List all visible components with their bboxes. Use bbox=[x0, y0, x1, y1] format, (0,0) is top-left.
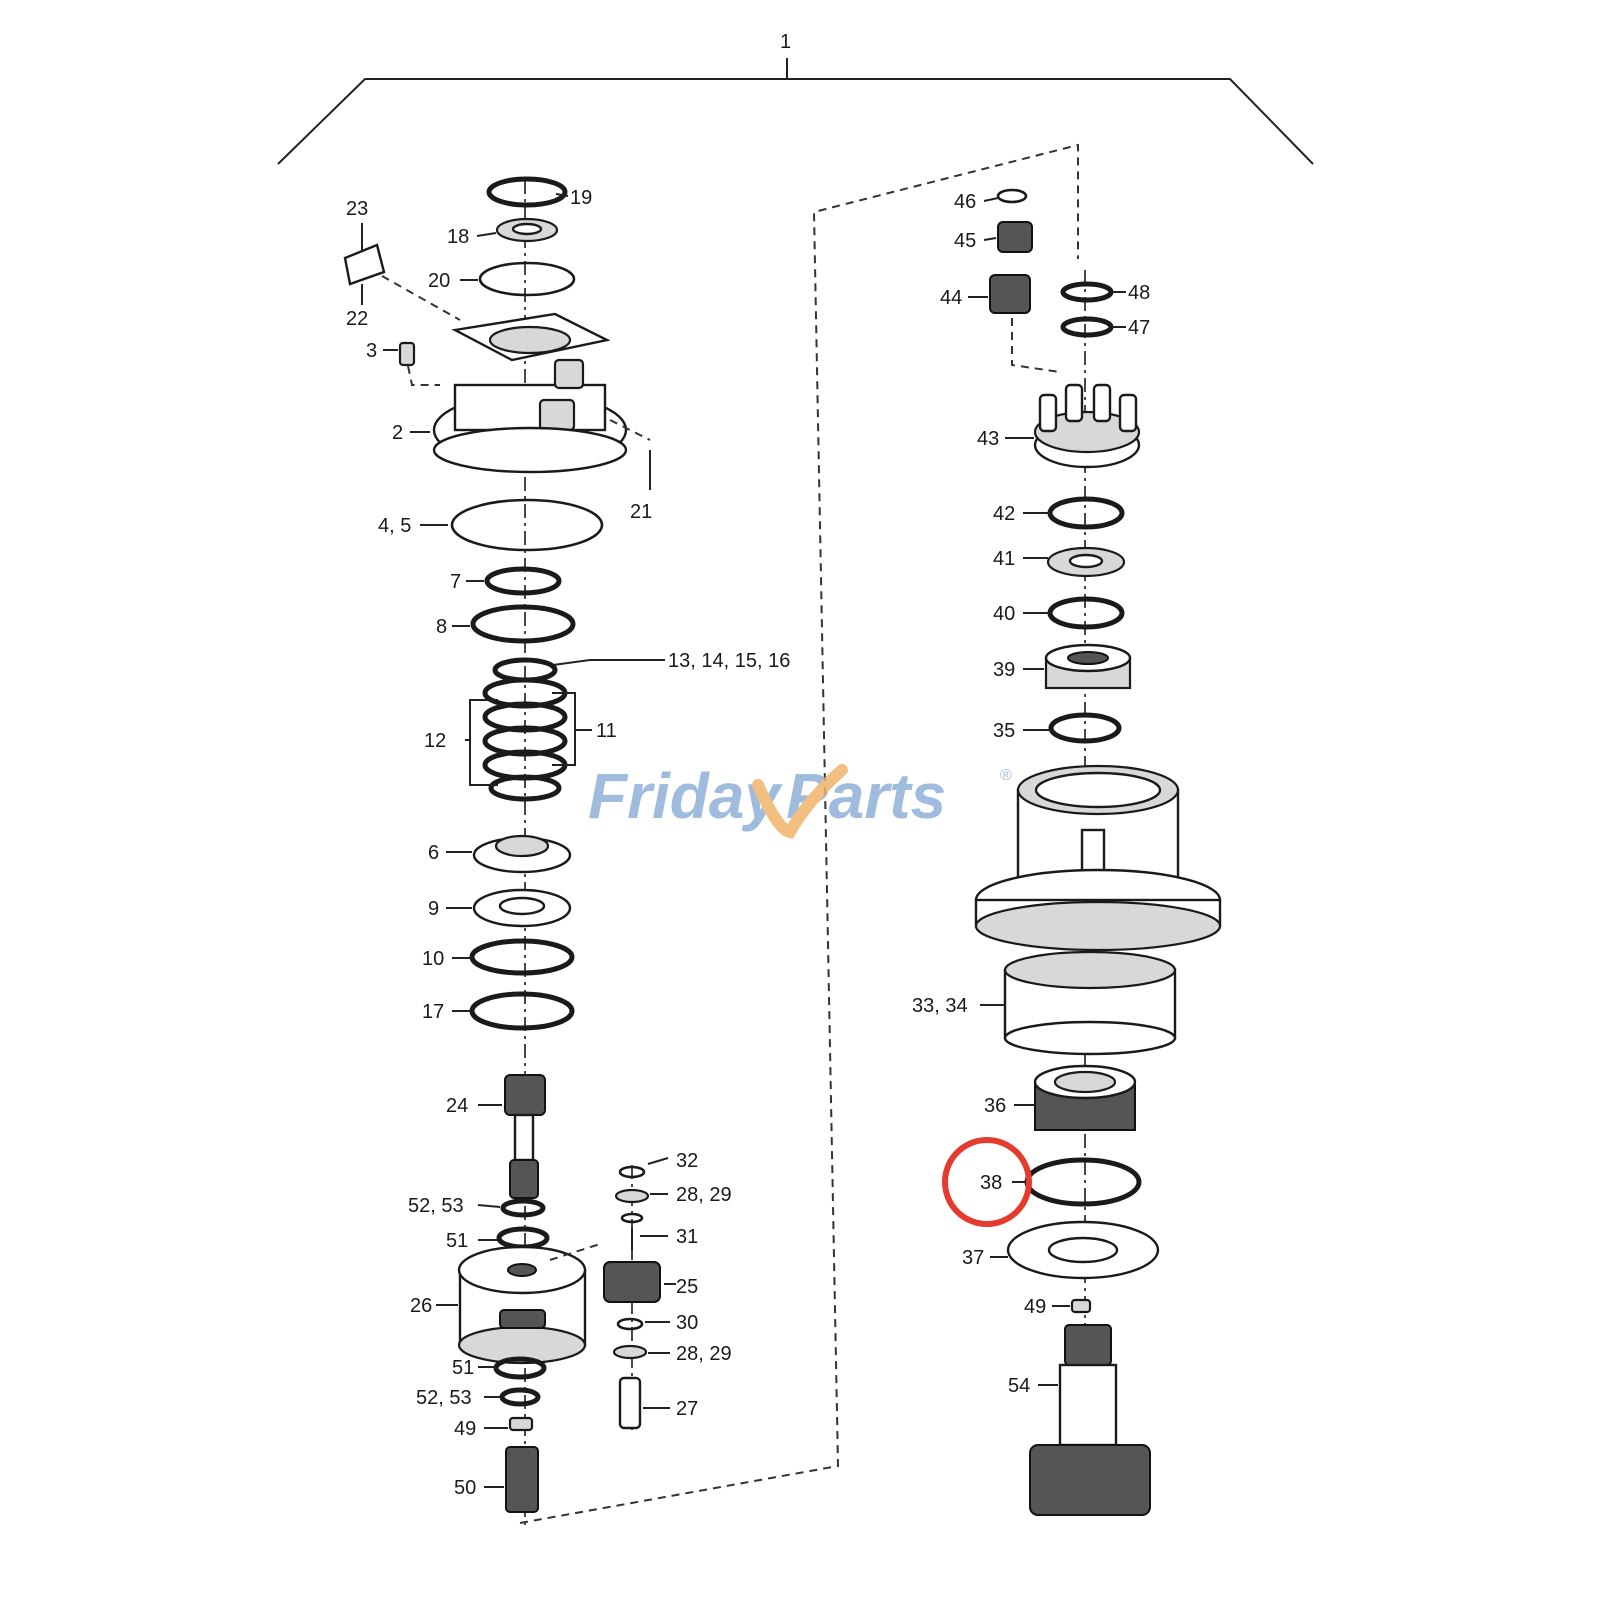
label-51-a: 51 bbox=[446, 1230, 468, 1252]
label-23: 23 bbox=[346, 198, 368, 220]
part-49-b bbox=[1070, 1298, 1092, 1314]
ring-47 bbox=[1060, 316, 1114, 338]
label-4-5: 4, 5 bbox=[378, 515, 411, 537]
carrier-43 bbox=[1033, 383, 1141, 469]
bearing-40 bbox=[1047, 596, 1125, 630]
label-17: 17 bbox=[422, 1001, 444, 1023]
bearing-42 bbox=[1047, 496, 1125, 530]
planet-gear-25 bbox=[603, 1261, 661, 1303]
label-52-53-b: 52, 53 bbox=[416, 1387, 472, 1409]
svg-text:®: ® bbox=[1000, 767, 1012, 784]
label-24: 24 bbox=[446, 1095, 468, 1117]
label-47: 47 bbox=[1128, 317, 1150, 339]
label-52-53-a: 52, 53 bbox=[408, 1195, 464, 1217]
label-3: 3 bbox=[366, 340, 377, 362]
washer-28-29-b bbox=[612, 1344, 648, 1360]
housing-33-34 bbox=[974, 764, 1222, 1056]
label-9: 9 bbox=[428, 898, 439, 920]
snap-ring-19 bbox=[486, 176, 568, 208]
label-22: 22 bbox=[346, 308, 368, 330]
ring-30 bbox=[616, 1317, 644, 1331]
label-41: 41 bbox=[993, 548, 1015, 570]
part-49-a bbox=[508, 1416, 534, 1432]
output-shaft-54 bbox=[1029, 1324, 1151, 1516]
connector-line bbox=[519, 143, 1079, 1524]
label-31: 31 bbox=[676, 1226, 698, 1248]
label-39: 39 bbox=[993, 659, 1015, 681]
bearing-39 bbox=[1044, 643, 1132, 690]
highlight-circle bbox=[942, 1137, 1032, 1227]
snap-ring-17 bbox=[469, 991, 575, 1031]
washer-51-a bbox=[496, 1226, 550, 1250]
label-7: 7 bbox=[450, 571, 461, 593]
label-10: 10 bbox=[422, 948, 444, 970]
watermark-logo: FridayParts ® bbox=[588, 760, 1012, 839]
label-8: 8 bbox=[436, 616, 447, 638]
ring-48 bbox=[1060, 281, 1114, 303]
label-21: 21 bbox=[630, 501, 652, 523]
part-labels: 19 18 20 23 22 3 2 21 4, 5 7 8 13, 14, 1… bbox=[346, 187, 1150, 1499]
washer-52-53-b bbox=[499, 1387, 541, 1407]
label-11: 11 bbox=[596, 720, 617, 742]
o-ring-20 bbox=[478, 261, 576, 297]
label-12: 12 bbox=[424, 730, 446, 752]
label-40: 40 bbox=[993, 603, 1015, 625]
label-48: 48 bbox=[1128, 282, 1150, 304]
label-49-a: 49 bbox=[454, 1418, 476, 1440]
label-28-29-a: 28, 29 bbox=[676, 1184, 732, 1206]
label-43: 43 bbox=[977, 428, 999, 450]
assembly-bracket: 1 bbox=[277, 31, 1314, 165]
ring-gear-36 bbox=[1033, 1064, 1137, 1131]
label-26: 26 bbox=[410, 1295, 432, 1317]
bearing-45 bbox=[997, 221, 1033, 253]
label-54: 54 bbox=[1008, 1375, 1030, 1397]
pin-27 bbox=[618, 1376, 642, 1430]
ring-35 bbox=[1048, 712, 1122, 744]
label-36: 36 bbox=[984, 1095, 1006, 1117]
label-30: 30 bbox=[676, 1312, 698, 1334]
label-20: 20 bbox=[428, 270, 450, 292]
label-28-29-b: 28, 29 bbox=[676, 1343, 732, 1365]
washer-52-53-a bbox=[500, 1198, 546, 1218]
label-46: 46 bbox=[954, 191, 976, 213]
carrier-26 bbox=[457, 1245, 587, 1365]
motor-housing-2 bbox=[432, 312, 628, 474]
spline-shaft-50 bbox=[505, 1446, 539, 1513]
label-49-b: 49 bbox=[1024, 1296, 1046, 1318]
label-37: 37 bbox=[962, 1247, 984, 1269]
label-32: 32 bbox=[676, 1150, 698, 1172]
label-44: 44 bbox=[940, 287, 962, 309]
label-18: 18 bbox=[447, 226, 469, 248]
label-42: 42 bbox=[993, 503, 1015, 525]
label-2: 2 bbox=[392, 422, 403, 444]
label-33-34: 33, 34 bbox=[912, 995, 968, 1017]
label-38: 38 bbox=[980, 1172, 1002, 1194]
cover-plate-22 bbox=[343, 243, 386, 286]
o-ring-4-5 bbox=[450, 498, 604, 552]
washer-28-29-a bbox=[614, 1188, 650, 1204]
label-6: 6 bbox=[428, 842, 439, 864]
label-35: 35 bbox=[993, 720, 1015, 742]
label-25: 25 bbox=[676, 1276, 698, 1298]
label-45: 45 bbox=[954, 230, 976, 252]
disc-stack-11-12 bbox=[465, 657, 665, 802]
label-19: 19 bbox=[570, 187, 592, 209]
ring-32 bbox=[618, 1165, 646, 1179]
label-27: 27 bbox=[676, 1398, 698, 1420]
label-50: 50 bbox=[454, 1477, 476, 1499]
label-51-b: 51 bbox=[452, 1357, 474, 1379]
ring-46 bbox=[996, 188, 1028, 204]
shaft-24 bbox=[504, 1074, 546, 1199]
ring-7 bbox=[484, 566, 562, 596]
bolt-3 bbox=[398, 341, 416, 367]
gear-44 bbox=[989, 274, 1031, 314]
snap-ring-38 bbox=[1024, 1157, 1142, 1207]
ring-8 bbox=[470, 604, 576, 644]
ring-10 bbox=[469, 938, 575, 976]
label-1: 1 bbox=[780, 31, 791, 53]
label-13-14-15-16: 13, 14, 15, 16 bbox=[668, 650, 790, 672]
